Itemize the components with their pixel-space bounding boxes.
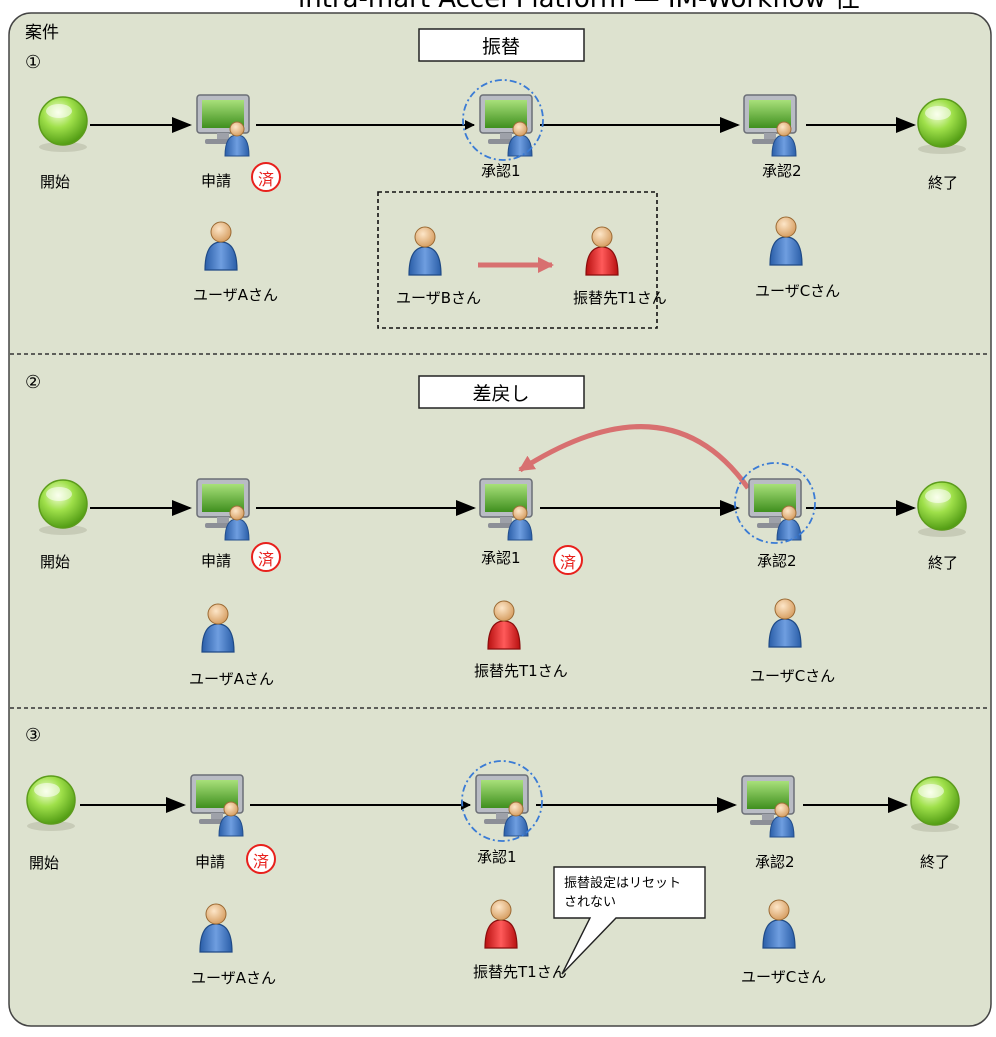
user-label: ユーザCさん	[750, 667, 835, 685]
done-mark: 済	[560, 553, 576, 572]
callout-line-1: 振替設定はリセット	[564, 875, 681, 891]
section-2: ② 差戻し 開始 申請 済 承認1 済 承認2 終了 ユーザAさん 振替先T1さ…	[25, 372, 967, 688]
user-label: ユーザAさん	[189, 670, 274, 688]
user-label: ユーザAさん	[193, 286, 278, 304]
user-label: 振替先T1さん	[474, 662, 568, 680]
user-label: ユーザAさん	[191, 969, 276, 987]
current-step-ring	[461, 760, 543, 842]
end-node-icon	[910, 776, 960, 833]
section-3: ③ 開始 申請 済 承認1 承認2 終了 ユーザAさん 振替先T1さん ユーザC…	[25, 725, 960, 987]
section-number: ①	[25, 52, 41, 73]
approve1-label: 承認1	[481, 549, 521, 567]
user-label: ユーザBさん	[396, 289, 481, 307]
start-node-icon	[38, 96, 88, 153]
callout-line-2: されない	[564, 895, 616, 910]
user-label: ユーザCさん	[741, 968, 826, 986]
user-label: 振替先T1さん	[473, 963, 567, 981]
end-label: 終了	[928, 174, 958, 192]
approve2-label: 承認2	[755, 853, 795, 871]
end-label: 終了	[920, 853, 950, 871]
done-stamp-icon	[251, 542, 281, 572]
end-node-icon	[917, 481, 967, 538]
current-step-ring	[734, 462, 816, 544]
start-label: 開始	[40, 553, 70, 571]
start-label: 開始	[40, 173, 70, 191]
end-node-icon	[917, 98, 967, 155]
action-label: 振替	[482, 36, 520, 58]
user-label: 振替先T1さん	[573, 289, 667, 307]
done-stamp-icon	[251, 162, 281, 192]
done-stamp-icon	[553, 545, 583, 575]
section-1: ① 振替 開始 申請 済 承認1 承認2 終了 ユーザAさん ユーザBさん 振替…	[25, 28, 967, 329]
start-node-icon	[38, 479, 88, 536]
done-mark: 済	[258, 170, 274, 189]
done-stamp-icon	[246, 844, 276, 874]
current-step-ring	[462, 79, 544, 161]
transfer-box	[377, 191, 658, 329]
sendback-arrow	[518, 424, 751, 490]
frame-label: 案件	[25, 23, 59, 43]
approve2-label: 承認2	[757, 552, 797, 570]
action-box	[418, 28, 585, 62]
apply-label: 申請	[201, 552, 231, 570]
apply-label: 申請	[201, 172, 231, 190]
done-mark: 済	[253, 852, 269, 871]
approve1-label: 承認1	[481, 162, 521, 180]
action-label: 差戻し	[472, 383, 529, 405]
apply-label: 申請	[195, 853, 225, 871]
header-title: intra-mart Accel Platform — IM-Workflow …	[298, 0, 860, 14]
start-label: 開始	[29, 854, 59, 872]
done-mark: 済	[258, 550, 274, 569]
callout-bubble	[553, 866, 706, 975]
action-box	[418, 375, 585, 409]
user-label: ユーザCさん	[755, 282, 840, 300]
section-number: ③	[25, 725, 41, 746]
approve2-label: 承認2	[762, 162, 802, 180]
section-number: ②	[25, 372, 41, 393]
end-label: 終了	[928, 554, 958, 572]
approve1-label: 承認1	[477, 848, 517, 866]
start-node-icon	[26, 775, 76, 832]
